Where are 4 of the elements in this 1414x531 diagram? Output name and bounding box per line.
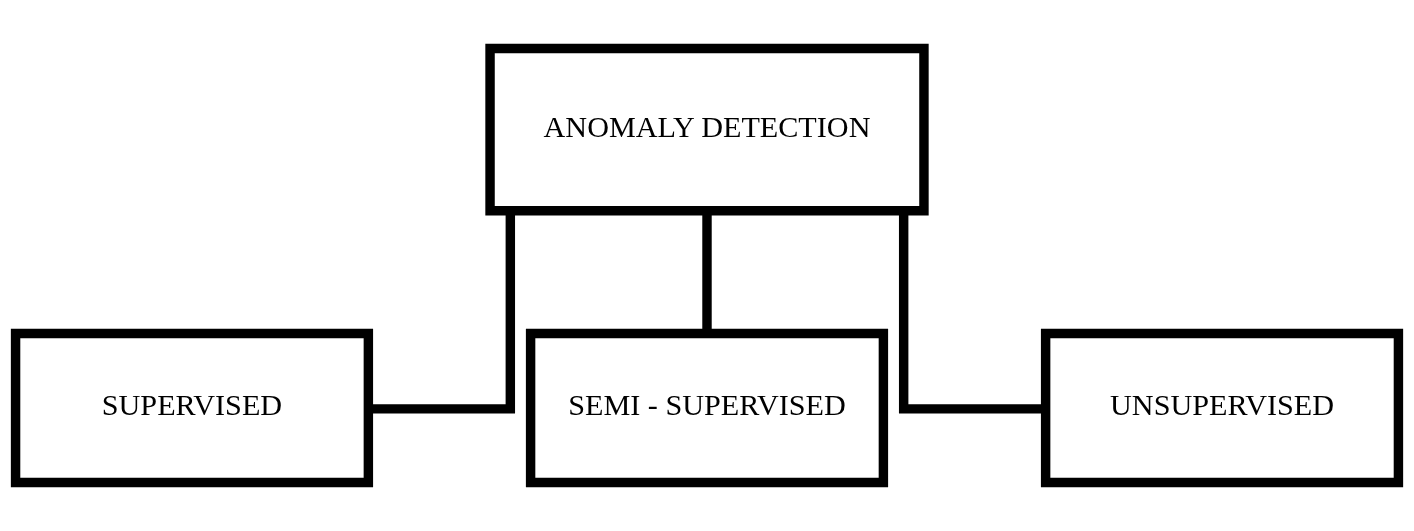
node-box: ANOMALY DETECTION [485,43,929,216]
node-box: SEMI - SUPERVISED [525,328,889,488]
node-box: SUPERVISED [10,328,374,488]
node-box: UNSUPERVISED [1040,328,1404,488]
